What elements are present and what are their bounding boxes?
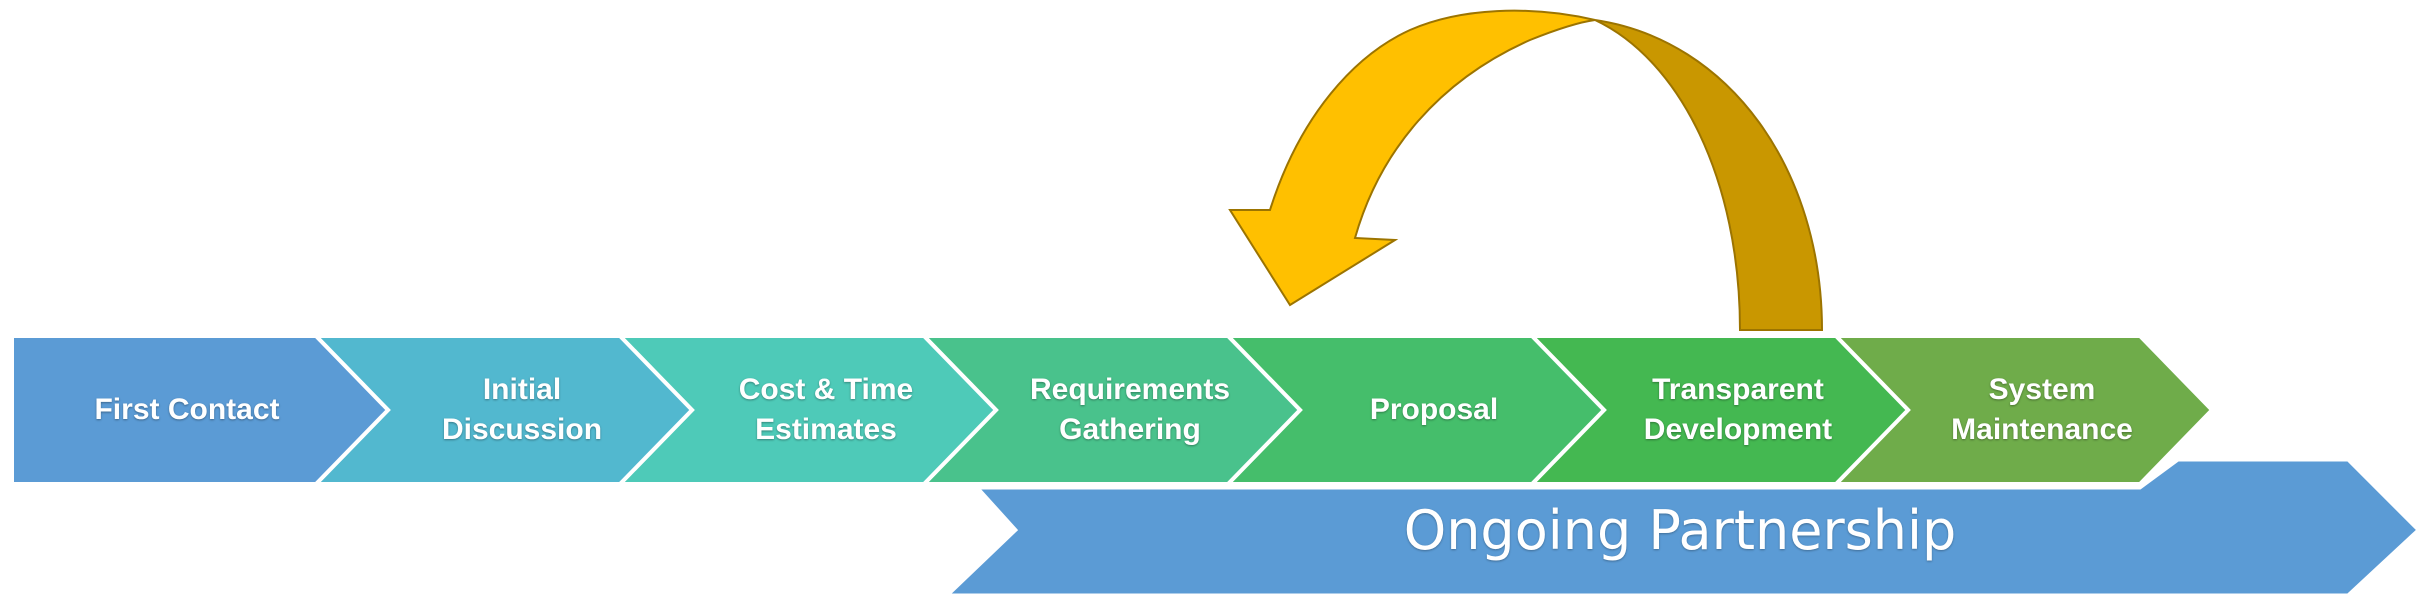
partnership-label: Ongoing Partnership [1000, 470, 2360, 590]
loop-arrow-back [1594, 19, 1824, 331]
partnership-label-text: Ongoing Partnership [1403, 498, 1957, 562]
step-chevrons [10, 334, 2215, 486]
step-chevron-1 [10, 334, 391, 486]
partnership-arrow [944, 458, 2418, 597]
loop-arrow-front [1228, 9, 1596, 307]
